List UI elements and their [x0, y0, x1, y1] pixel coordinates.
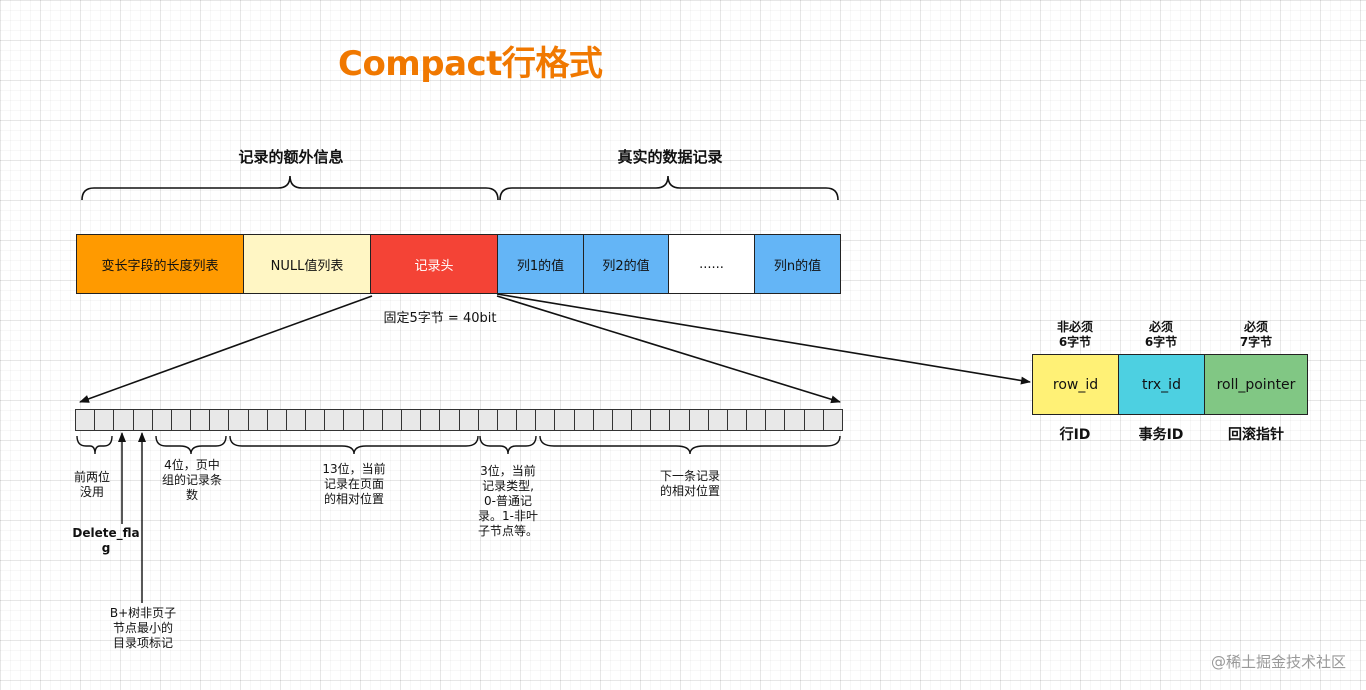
field-column-2: 列2的值	[583, 234, 669, 294]
annotation-unused-bits: 前两位没用	[73, 470, 110, 499]
annotation-n-owned: 4位，页中组的记录条数	[161, 458, 222, 502]
arrow-header-to-bits-right	[496, 295, 841, 404]
field-null-list: NULL值列表	[243, 234, 371, 294]
field-column-1: 列1的值	[497, 234, 584, 294]
brace-record-type	[479, 435, 537, 455]
trx-id-caption: 事务ID	[1138, 427, 1184, 443]
brace-heap-no	[229, 435, 479, 455]
diagram-title: Compact行格式	[338, 44, 603, 84]
field-variable-length-list: 变长字段的长度列表	[76, 234, 244, 294]
hidden-col-trx-id: trx_id	[1118, 354, 1205, 415]
annotation-next-record: 下一条记录的相对位置	[659, 469, 720, 498]
brace-real-data	[499, 175, 839, 201]
brace-unused-bits	[76, 435, 113, 455]
roll-pointer-caption: 回滚指针	[1228, 427, 1284, 443]
field-column-n: 列n的值	[754, 234, 841, 294]
section-label-extra-info: 记录的额外信息	[238, 148, 344, 166]
section-label-real-data: 真实的数据记录	[617, 148, 723, 166]
hidden-col-row-id: row_id	[1032, 354, 1119, 415]
annotation-min-rec-flag: B+树非页子节点最小的目录项标记	[109, 606, 177, 650]
annotation-heap-no: 13位，当前记录在页面的相对位置	[322, 462, 386, 506]
field-ellipsis: ......	[668, 234, 755, 294]
hidden-col-roll-pointer: roll_pointer	[1204, 354, 1308, 415]
brace-extra-info	[81, 175, 499, 201]
brace-n-owned	[155, 435, 227, 455]
row-id-caption: 行ID	[1059, 427, 1091, 443]
watermark: @稀土掘金技术社区	[1210, 653, 1346, 671]
bit-cell	[822, 409, 844, 431]
annotation-record-type: 3位，当前记录类型,0-普通记录。1-非叶子节点等。	[477, 464, 538, 538]
brace-next-record	[539, 435, 841, 455]
header-size-note: 固定5字节 = 40bit	[383, 311, 497, 326]
arrow-header-to-bits-left	[79, 295, 373, 403]
arrow-header-to-hidden-columns	[496, 293, 1031, 385]
